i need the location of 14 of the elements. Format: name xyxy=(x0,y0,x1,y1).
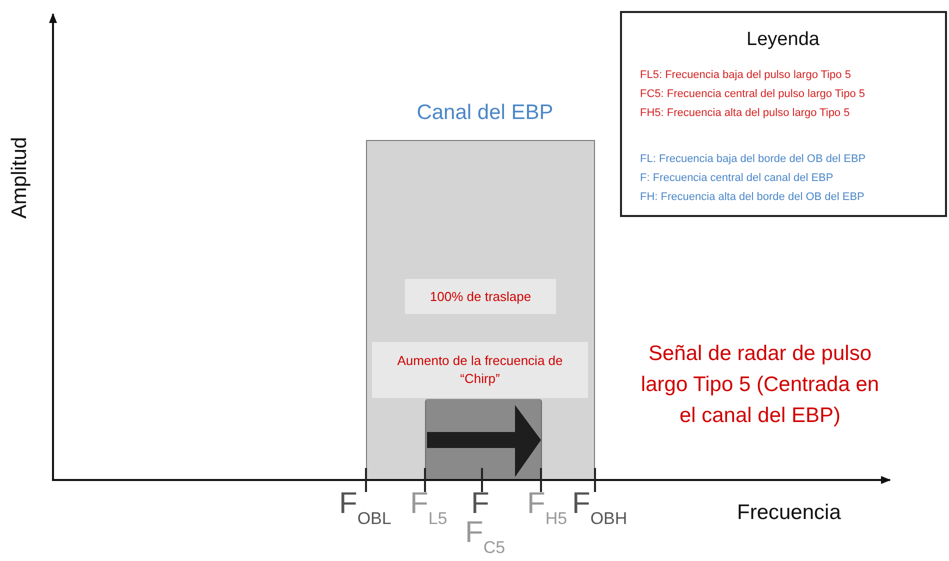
chirp-note: Aumento de la frecuencia de “Chirp” xyxy=(372,342,588,398)
tick-label: F xyxy=(471,487,490,521)
legend-entry: F: Frecuencia central del canal del EBP xyxy=(640,171,834,186)
legend-title: Leyenda xyxy=(746,28,820,52)
legend-entry: FL: Frecuencia baja del borde del OB del EBP xyxy=(640,152,866,167)
axis-title: Amplitud xyxy=(7,137,32,219)
legend-entry: FH5: Frecuencia alta del pulso largo Tipo 5 xyxy=(640,106,851,121)
channel-heading: Canal del EBP xyxy=(416,100,554,126)
legend-entry: FC5: Frecuencia central del pulso largo Tipo 5 xyxy=(640,87,866,102)
legend-entry: FH: Frecuencia alta del borde del OB del EBP xyxy=(640,190,866,205)
axis-title: Frecuencia xyxy=(737,500,841,526)
overlap-note: 100% de traslape xyxy=(405,279,556,314)
legend-entry: FL5: Frecuencia baja del pulso largo Tipo 5 xyxy=(640,68,852,83)
signal-note: Señal de radar de pulso largo Tipo 5 (Centrada en el canal del EBP) xyxy=(640,341,880,429)
